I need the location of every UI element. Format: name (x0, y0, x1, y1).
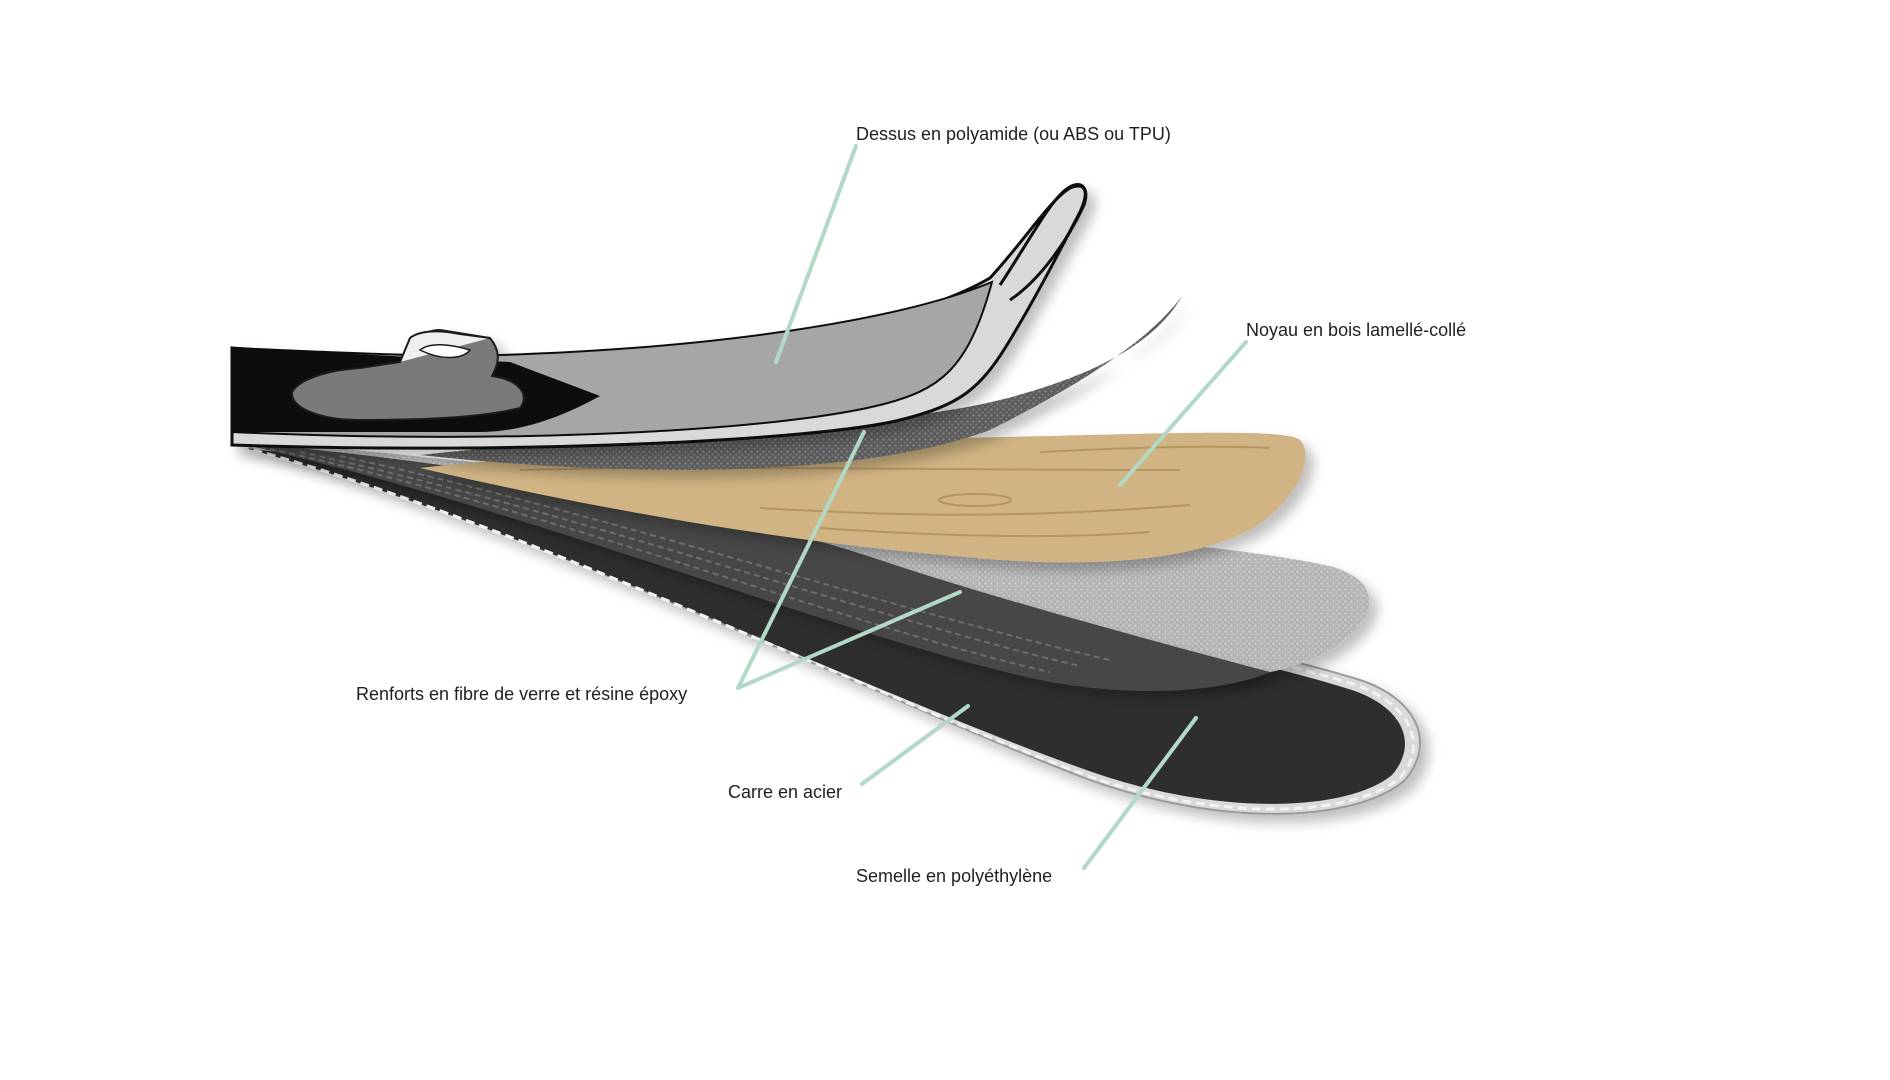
label-base: Semelle en polyéthylène (856, 866, 1052, 886)
leader-reinforcement-upper (736, 430, 866, 690)
label-top-sheet: Dessus en polyamide (ou ABS ou TPU) (856, 124, 1171, 144)
fiberglass-middle-shape (232, 442, 1270, 692)
label-reinforcement: Renforts en fibre de verre et résine épo… (356, 684, 687, 704)
tip-loop (998, 183, 1088, 302)
label-edge: Carre en acier (728, 782, 842, 802)
leader-base (1082, 716, 1198, 870)
fiberglass-upper-layer (420, 296, 1182, 470)
top-sheet-layer (230, 183, 1088, 450)
leader-reinforcement-lower (736, 590, 962, 690)
base-sole-shape (245, 448, 1405, 804)
label-core: Noyau en bois lamellé-collé (1246, 320, 1466, 340)
leader-core (1118, 340, 1248, 487)
fiberglass-upper-shape (420, 296, 1182, 470)
leader-edge (860, 704, 970, 786)
leader-top-sheet (774, 144, 858, 364)
fiberglass-middle-layer (232, 442, 1270, 692)
